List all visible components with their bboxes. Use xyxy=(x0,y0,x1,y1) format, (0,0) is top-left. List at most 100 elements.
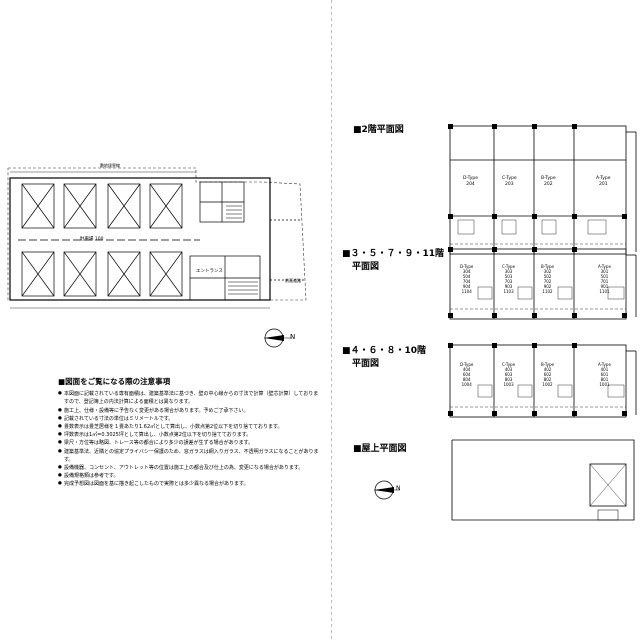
room-number: 601 xyxy=(600,372,609,377)
note-item: 本図面に記載されている専有面積は、建築基準法に基づき、壁の中心線からの寸法で計算… xyxy=(58,390,320,406)
room-number: 502 xyxy=(543,274,552,279)
room-number: 902 xyxy=(543,284,552,289)
room-number: 404 xyxy=(462,367,471,372)
unit-type: B-Type xyxy=(541,176,556,181)
room-number: 904 xyxy=(462,284,471,289)
entrance-label: エントランス xyxy=(196,269,223,274)
parking-label: 駐車場 100 xyxy=(80,237,104,242)
room-number: 203 xyxy=(505,182,514,187)
room-number: 202 xyxy=(544,182,553,187)
notes-list: 本図面に記載されている専有面積は、建築基準法に基づき、壁の中心線からの寸法で計算… xyxy=(58,390,320,489)
unit-label-2f-d: D-Type 204 xyxy=(463,176,478,188)
floor-2-plan xyxy=(448,124,637,255)
heading-floor-2: ■2階平面図 xyxy=(353,125,404,135)
unit-type: C-Type xyxy=(502,176,517,181)
page-fold xyxy=(331,0,332,640)
floor-4-plan xyxy=(448,343,637,418)
compass-icon-roof xyxy=(374,480,400,500)
room-number: 704 xyxy=(462,279,471,284)
note-item: 設備規格類は参考です。 xyxy=(58,472,320,480)
compass-icon xyxy=(264,328,292,348)
unit-type: B-Type xyxy=(541,362,555,367)
compass-roof-north-label: N xyxy=(396,485,401,492)
room-number: 701 xyxy=(600,279,609,284)
room-number: 1104 xyxy=(461,289,472,294)
notes-title: ■図面をご覧になる際の注意事項 xyxy=(58,377,171,386)
room-number: 802 xyxy=(543,377,552,382)
room-number: 604 xyxy=(462,372,471,377)
room-number: 503 xyxy=(504,274,513,279)
unit-type: C-Type xyxy=(502,264,516,269)
room-number: 1103 xyxy=(503,289,514,294)
floor-3-plan xyxy=(448,247,637,320)
heading-floor-4-sub: 平面図 xyxy=(352,359,380,369)
room-number: 402 xyxy=(543,367,552,372)
room-number: 804 xyxy=(462,377,471,382)
room-number: 204 xyxy=(466,182,475,187)
room-number: 201 xyxy=(598,182,608,187)
room-number: 304 xyxy=(462,269,471,274)
note-item: 畳数表示は畳芝居様を１畳あたり1.62㎡として算出し、小数点第2位以下を切り捨て… xyxy=(58,423,320,431)
room-number: 1001 xyxy=(599,382,610,387)
room-number: 702 xyxy=(543,279,552,284)
room-number: 301 xyxy=(600,269,609,274)
roof-plan xyxy=(451,439,635,521)
heading-floor-3: ■３・５・７・９・11階 xyxy=(342,249,445,259)
room-number: 302 xyxy=(543,269,552,274)
note-item: 記載されている寸法の単位はミリメートルです。 xyxy=(58,415,320,423)
notes-panel: ■図面をご覧になる際の注意事項 本図面に記載されている専有面積は、建築基準法に基… xyxy=(58,377,320,489)
unit-type: C-Type xyxy=(502,362,516,367)
room-number: 504 xyxy=(462,274,471,279)
unit-label-2f-a: A-Type 201 xyxy=(596,176,611,188)
room-number: 1102 xyxy=(542,289,553,294)
note-item: 建築基準法、近隣との協定プライバシー保護のため、窓ガラスは網入りガラス、不透明ガ… xyxy=(58,448,320,464)
site-boundary-label: 敷地境界線 xyxy=(100,163,120,168)
note-item: 完成予想図は図面を基に描き起こしたもので実際とは多少異なる場合があります。 xyxy=(58,480,320,488)
heading-floor-3-sub: 平面図 xyxy=(352,262,380,272)
note-item: 坪数表示は1㎡=0.3025坪として算出し、小数点第2位以下を切り捨てております… xyxy=(58,431,320,439)
unit-label-2f-b: B-Type 202 xyxy=(541,176,556,188)
compass-north-label: N xyxy=(290,333,296,341)
room-number: 1101 xyxy=(599,289,610,294)
room-number: 403 xyxy=(504,367,513,372)
room-number: 703 xyxy=(504,279,513,284)
room-number: 501 xyxy=(600,274,609,279)
unit-type: A-Type xyxy=(598,362,611,367)
room-number: 603 xyxy=(504,372,513,377)
unit-type: A-Type xyxy=(598,264,611,269)
unit-label-2f-c: C-Type 203 xyxy=(502,176,517,188)
room-number: 602 xyxy=(543,372,552,377)
room-number: 1004 xyxy=(461,382,472,387)
unit-type: A-Type xyxy=(596,176,611,181)
room-number: 401 xyxy=(600,367,609,372)
room-number: 901 xyxy=(600,284,609,289)
room-number: 801 xyxy=(600,377,609,382)
room-number: 803 xyxy=(504,377,513,382)
room-number: 1003 xyxy=(503,382,514,387)
room-number: 1002 xyxy=(542,382,553,387)
heading-roof: ■屋上平面図 xyxy=(353,444,407,454)
unit-type: D-Type xyxy=(463,176,479,181)
room-number: 303 xyxy=(504,269,513,274)
note-item: 施工上、仕様・設備等に予告なく変更がある場合があります。予めご了承下さい。 xyxy=(58,407,320,415)
ground-floor-plan xyxy=(7,167,307,309)
front-road-label: 前面道路 xyxy=(285,278,301,283)
unit-type: D-Type xyxy=(460,264,474,269)
